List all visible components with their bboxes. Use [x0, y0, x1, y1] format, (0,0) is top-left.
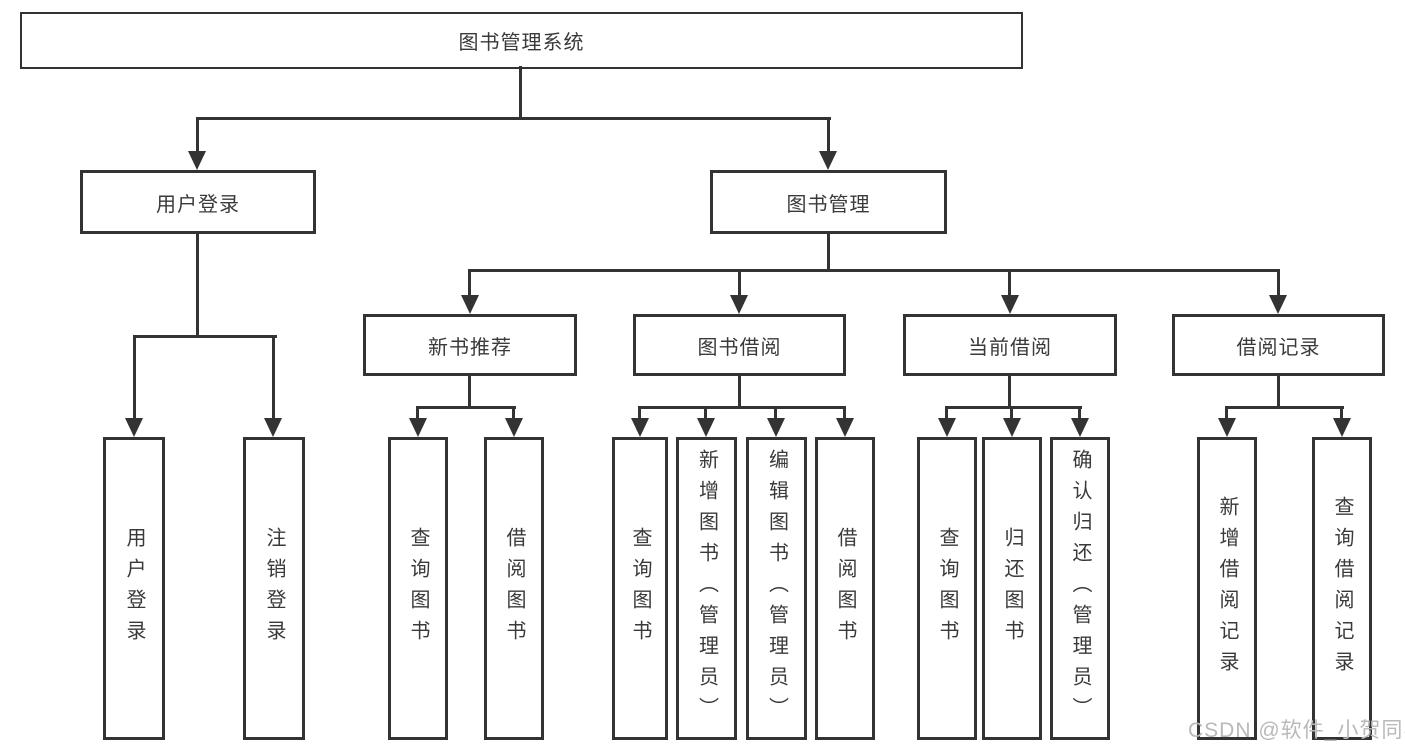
node-borrowing-records: 借阅记录 [1172, 314, 1385, 376]
connector-leaf-shaft [272, 335, 275, 419]
node-user-login: 用户登录 [80, 170, 316, 234]
node-book-management: 图书管理 [710, 170, 947, 234]
leaf-user-login-label: 用户登录 [123, 526, 145, 651]
connector-leaf-shaft [133, 335, 136, 419]
arrow-down-icon [461, 295, 479, 314]
connector-new-books-stem [468, 374, 471, 408]
leaf-add-book-admin-label: 新增图书（管理员） [695, 449, 718, 728]
connector-records-hline [1225, 406, 1344, 409]
arrow-down-icon [767, 418, 785, 437]
connector-leaf-shaft [1010, 406, 1013, 421]
arrow-down-icon [505, 418, 523, 437]
connector-new-books-hline [417, 406, 516, 409]
leaf-add-borrow-record: 新增借阅记录 [1197, 437, 1257, 740]
connector-leaf-shaft [1225, 406, 1228, 421]
arrow-down-icon [1071, 418, 1089, 437]
connector-leaf-shaft [1340, 406, 1343, 421]
node-borrowing-records-label: 借阅记录 [1236, 336, 1321, 359]
leaf-logout-label: 注销登录 [263, 526, 285, 651]
arrow-down-icon [730, 295, 748, 314]
connector-user-login-stem [196, 232, 199, 336]
node-book-management-label: 图书管理 [786, 193, 871, 216]
node-book-borrowing-label: 图书借阅 [697, 336, 782, 359]
leaf-user-login: 用户登录 [103, 437, 165, 740]
arrow-down-icon [409, 418, 427, 437]
node-new-book-recommend-label: 新书推荐 [428, 336, 512, 359]
leaf-query-books-recommend-label: 查询图书 [407, 526, 429, 651]
leaf-borrow-books-recommend-label: 借阅图书 [503, 526, 525, 651]
arrow-down-icon [836, 418, 854, 437]
node-current-borrowing: 当前借阅 [903, 314, 1117, 376]
connector-records-stem [1277, 374, 1280, 408]
arrow-down-icon [1269, 295, 1287, 314]
leaf-query-borrow-record: 查询借阅记录 [1312, 437, 1372, 740]
leaf-query-borrow-record-label: 查询借阅记录 [1331, 495, 1353, 682]
node-library-system: 图书管理系统 [20, 12, 1023, 69]
leaf-query-books-borrowing-label: 查询图书 [629, 526, 651, 651]
connector-book-mgmt-hline [468, 269, 1280, 272]
connector-leaf-shaft [774, 406, 777, 421]
arrow-down-icon [264, 418, 282, 437]
arrow-down-icon [631, 418, 649, 437]
connector-leaf-shaft [843, 406, 846, 421]
connector-leaf-shaft [1078, 406, 1081, 421]
connector-leaf-shaft [638, 406, 641, 421]
leaf-edit-book-admin-label: 编辑图书（管理员） [765, 449, 788, 728]
leaf-borrow-books-recommend: 借阅图书 [484, 437, 544, 740]
connector-l3-shaft [1008, 269, 1011, 297]
leaf-return-book: 归还图书 [982, 437, 1042, 740]
connector-book-mgmt-stem [827, 232, 830, 272]
connector-l3-shaft [468, 269, 471, 297]
leaf-logout: 注销登录 [243, 437, 305, 740]
leaf-query-books-borrowing: 查询图书 [612, 437, 668, 740]
leaf-query-books-current: 查询图书 [917, 437, 977, 740]
leaf-query-books-current-label: 查询图书 [936, 526, 958, 651]
connector-leaf-shaft [704, 406, 707, 421]
node-new-book-recommend: 新书推荐 [363, 314, 577, 376]
arrow-down-icon [819, 151, 837, 170]
connector-borrowing-hline [638, 406, 846, 409]
leaf-add-book-admin: 新增图书（管理员） [676, 437, 737, 740]
connector-leaf-shaft [945, 406, 948, 421]
connector-l3-shaft [1277, 269, 1280, 297]
connector-borrowing-stem [738, 374, 741, 408]
arrow-down-icon [125, 418, 143, 437]
node-library-system-label: 图书管理系统 [458, 32, 585, 54]
arrow-down-icon [938, 418, 956, 437]
leaf-edit-book-admin: 编辑图书（管理员） [746, 437, 807, 740]
arrow-down-icon [1333, 418, 1351, 437]
leaf-add-borrow-record-label: 新增借阅记录 [1216, 495, 1238, 682]
node-book-borrowing: 图书借阅 [633, 314, 846, 376]
node-current-borrowing-label: 当前借阅 [968, 336, 1052, 359]
arrow-down-icon [1001, 295, 1019, 314]
node-user-login-label: 用户登录 [156, 193, 240, 216]
arrow-down-icon [188, 151, 206, 170]
connector-root-hline [196, 117, 831, 120]
leaf-return-book-label: 归还图书 [1001, 526, 1023, 651]
connector-user-login-hline [133, 335, 277, 338]
leaf-borrow-books-borrowing-label: 借阅图书 [834, 526, 856, 651]
connector-user-login-shaft [196, 117, 199, 153]
arrow-down-icon [1218, 418, 1236, 437]
connector-current-stem [1008, 374, 1011, 408]
connector-book-mgmt-shaft [827, 117, 830, 153]
connector-current-hline [945, 406, 1082, 409]
leaf-query-books-recommend: 查询图书 [388, 437, 448, 740]
leaf-borrow-books-borrowing: 借阅图书 [815, 437, 875, 740]
connector-root-stem [519, 66, 522, 118]
arrow-down-icon [1003, 418, 1021, 437]
connector-leaf-shaft [512, 406, 515, 421]
connector-l3-shaft [738, 269, 741, 297]
connector-leaf-shaft [416, 406, 419, 421]
arrow-down-icon [697, 418, 715, 437]
leaf-confirm-return-admin-label: 确认归还（管理员） [1069, 449, 1091, 728]
csdn-watermark: CSDN @软件_小贺同学 [1188, 719, 1405, 742]
leaf-confirm-return-admin: 确认归还（管理员） [1050, 437, 1110, 740]
